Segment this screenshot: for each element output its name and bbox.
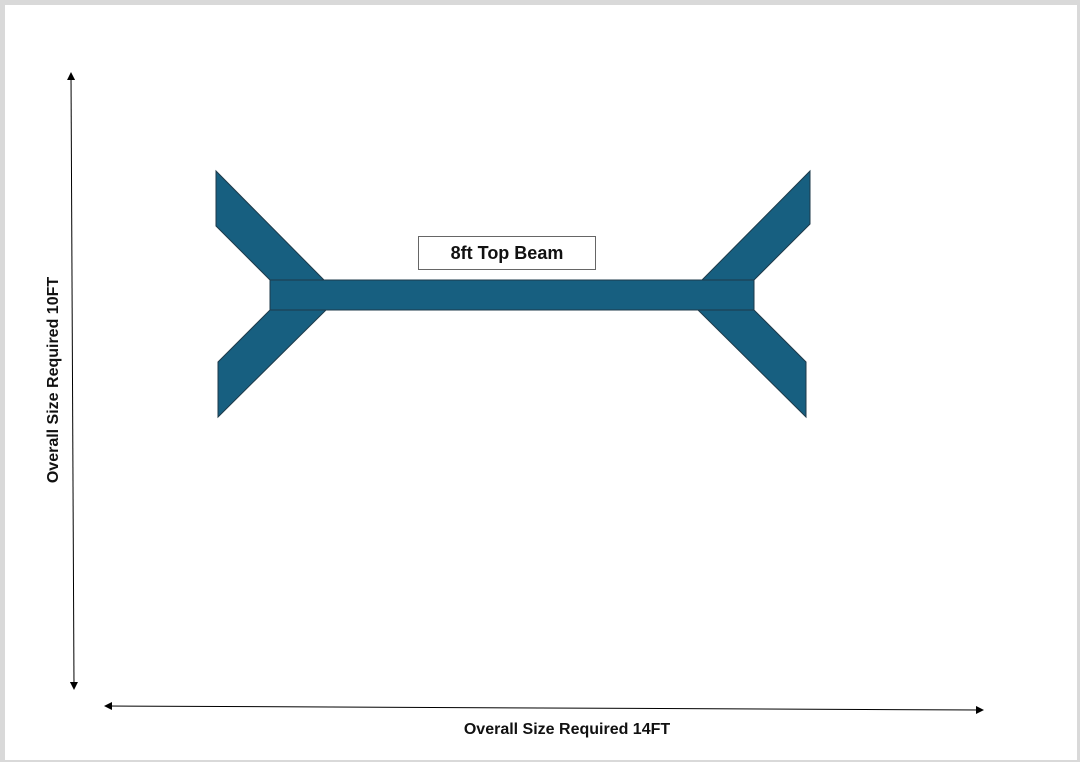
beam-label: 8ft Top Beam [418,236,596,270]
top-beam [269,279,755,311]
height-arrow [67,72,78,690]
lower-left-arm [217,309,328,419]
lower-right-arm [696,309,807,419]
width-arrow [104,702,984,714]
upper-left-arm [215,169,326,281]
width-label: Overall Size Required 14FT [463,721,671,738]
upper-right-arm [700,169,811,281]
page [5,5,1077,760]
height-label: Overall Size Required 10FT [45,276,62,484]
